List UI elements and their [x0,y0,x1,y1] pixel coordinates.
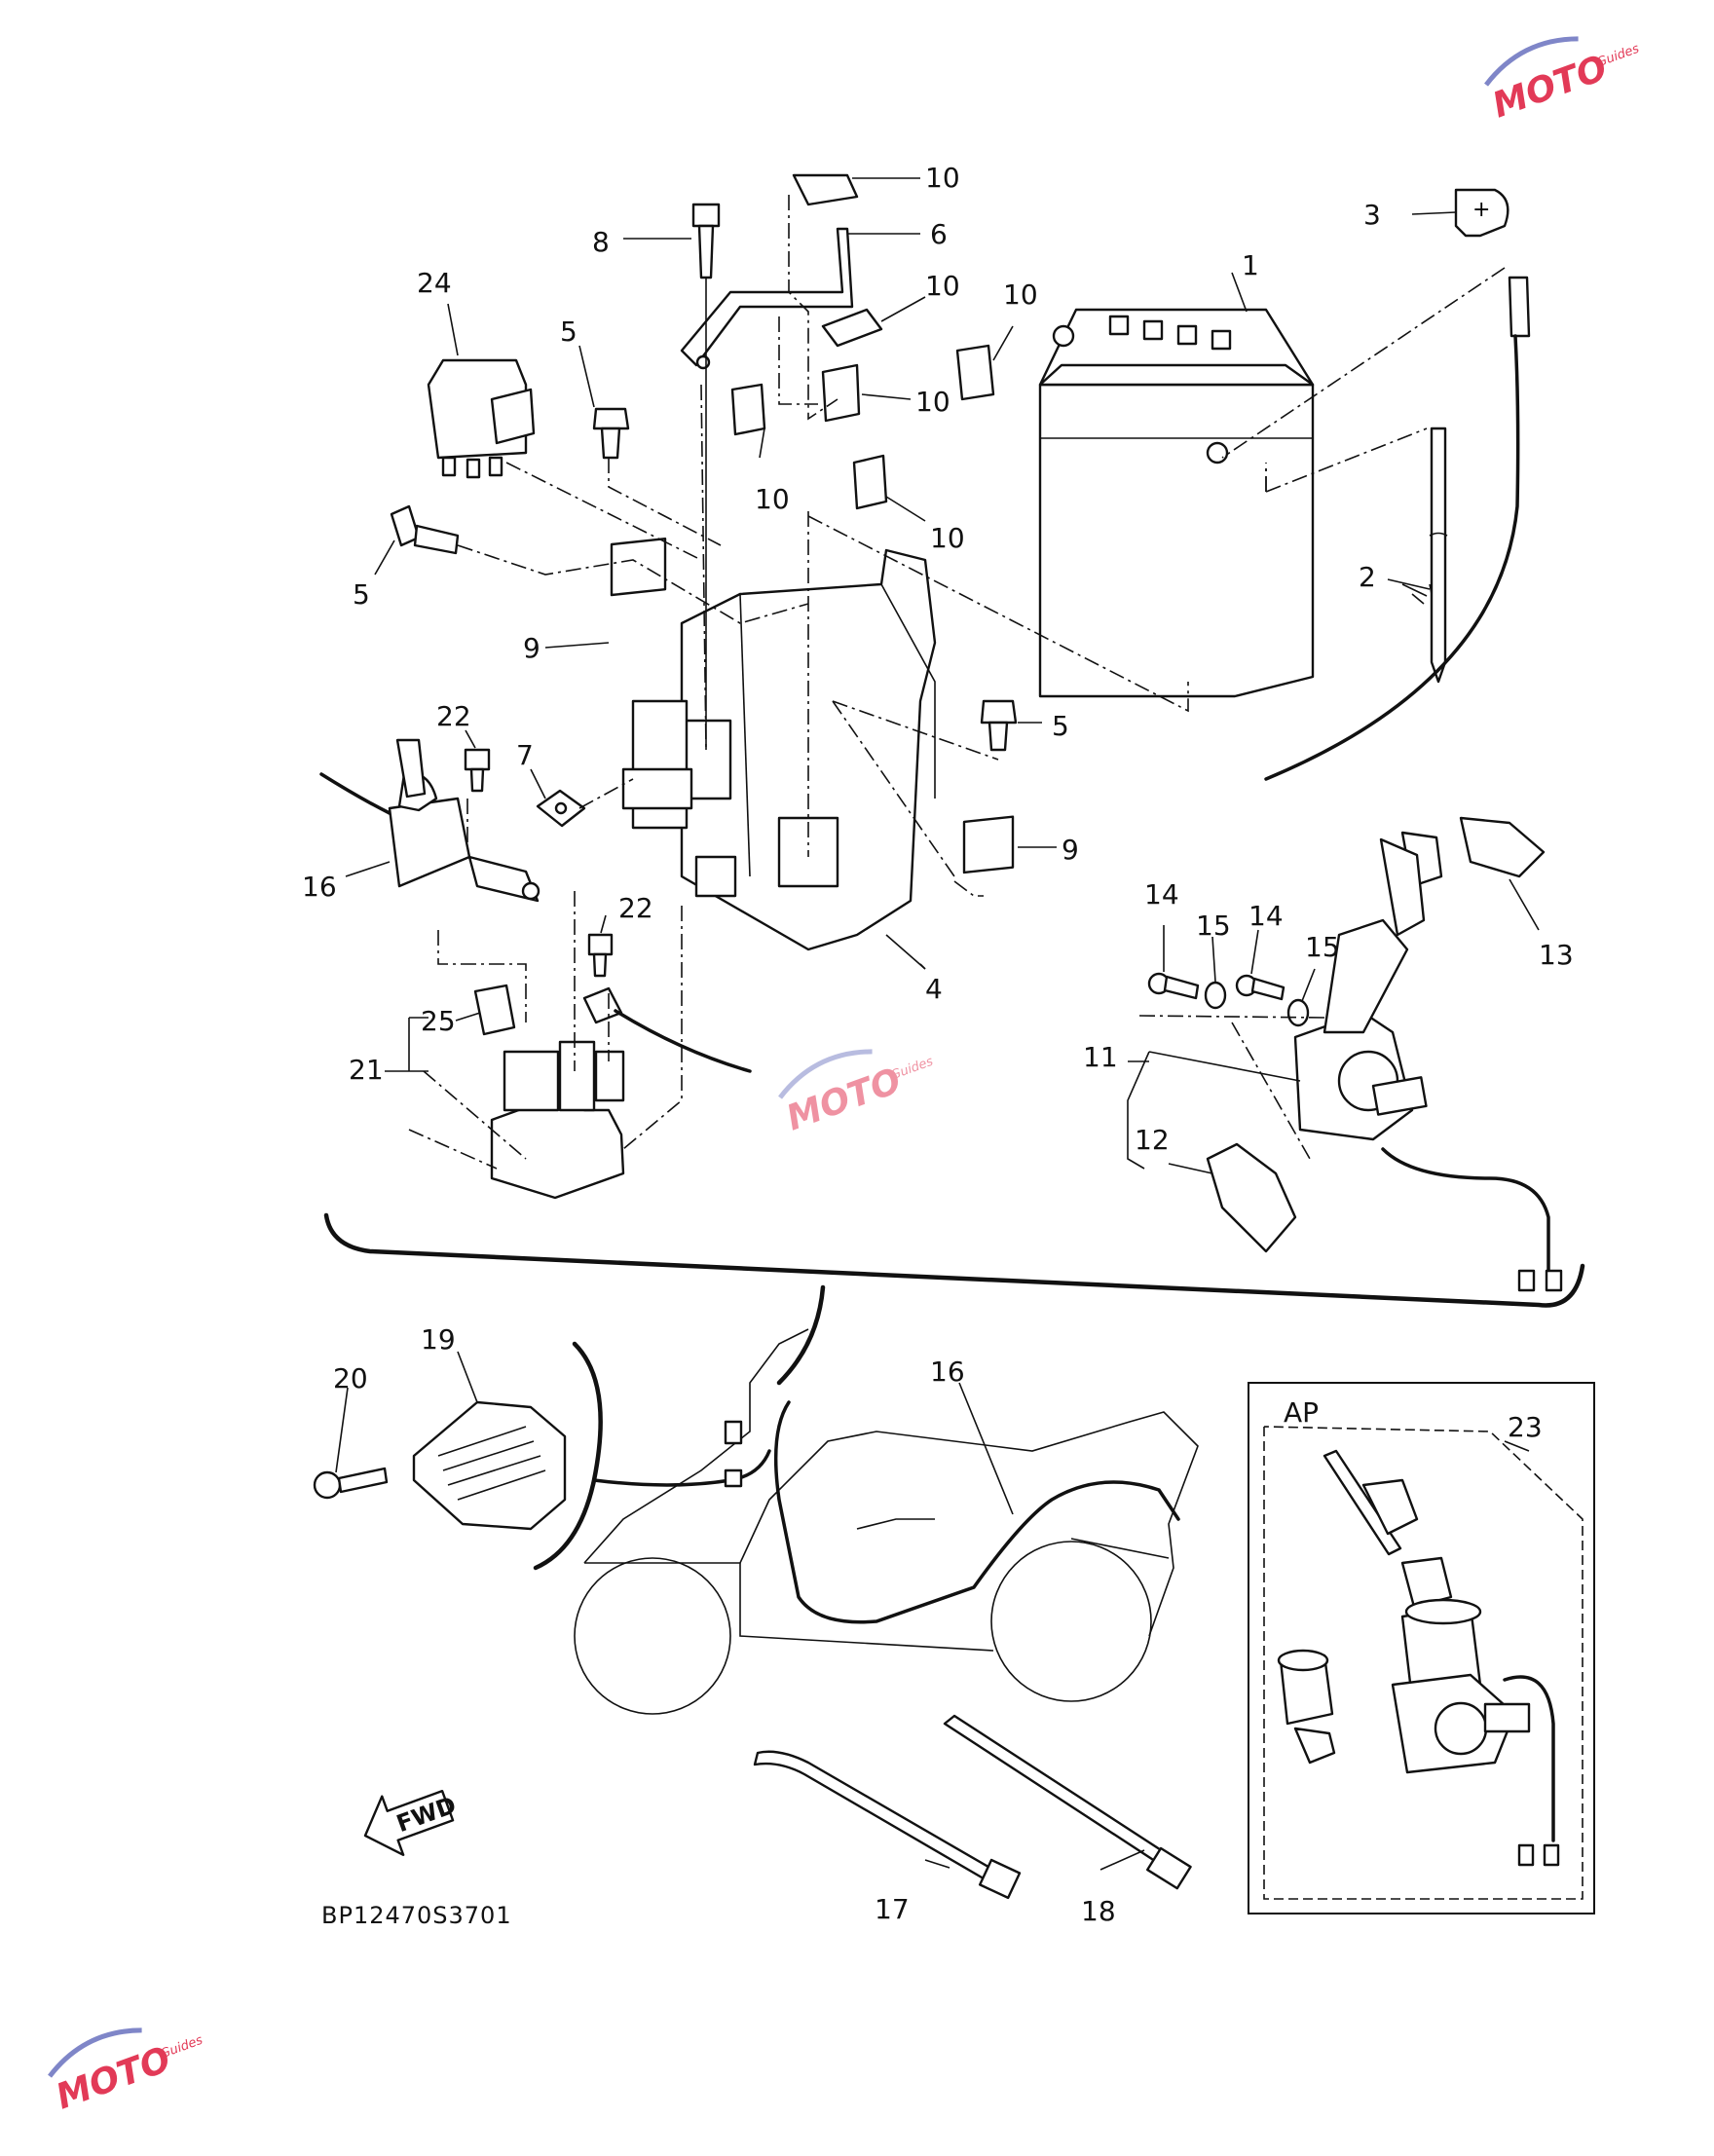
battery-box [621,548,937,951]
dashed-guides [408,195,1506,1170]
callout-19: 19 [421,1323,456,1356]
watermark-center: MOTO Guides [778,1049,936,1138]
callout-5-top: 5 [560,316,578,348]
starter-relay [319,738,540,903]
grouping-brace [323,1212,1585,1308]
battery-breather-hose [1429,427,1448,684]
watermark-tagline: Guides [159,2033,205,2063]
callout-10-c: 10 [1003,279,1038,311]
leader-lines [335,177,1540,1871]
bolt-5-left [390,504,460,555]
callout-14-right: 14 [1248,900,1284,932]
key-cover [1459,816,1546,878]
callout-16-bottom: 16 [930,1356,965,1388]
bolt-5-right [980,699,1018,752]
cable-tie-18 [943,1714,1192,1890]
callout-16-top: 16 [302,871,337,903]
diagram-code: BP12470S3701 [321,1902,512,1929]
fuse-box [473,984,625,1200]
nut-7 [536,789,586,828]
watermark-tagline: Guides [1595,42,1642,71]
battery [1038,308,1315,698]
callout-9-right: 9 [1062,834,1079,866]
callout-22-bottom: 22 [618,892,653,924]
callout-13: 13 [1539,939,1574,971]
fwd-arrow: FWD [363,1789,460,1857]
watermark-brand: MOTO [51,2039,175,2117]
callout-9-left: 9 [523,632,540,664]
ap-label: AP [1284,1396,1319,1429]
watermark-bottom-left: MOTO Guides [48,2027,205,2117]
bolt-20 [313,1467,389,1500]
callout-18: 18 [1081,1895,1116,1927]
watermark-top-right: MOTO Guides [1484,36,1642,126]
callout-5-left: 5 [353,578,370,611]
scooter-outline [574,1328,1199,1715]
callout-10-d: 10 [915,386,950,418]
callout-12: 12 [1135,1124,1170,1156]
bolt-8 [691,203,721,750]
callout-14-left: 14 [1144,878,1179,911]
main-switch-cover [1206,1142,1297,1253]
callout-15-left: 15 [1196,910,1231,942]
relay [427,358,536,479]
replacement-switch-set [1277,1449,1560,1867]
callout-8: 8 [592,226,610,258]
damper-9-left [610,538,667,597]
terminal-cover: + [1264,188,1531,781]
watermark-tagline: Guides [889,1055,936,1084]
callout-21: 21 [349,1054,384,1086]
callout-labels: 1 2 3 4 5 5 5 6 7 8 9 9 10 10 10 10 10 1… [302,162,1574,1927]
main-switch [1293,831,1563,1292]
callout-22-top: 22 [436,700,471,732]
callout-2: 2 [1359,561,1376,593]
callout-3: 3 [1363,199,1381,231]
screw-22-bottom [582,933,752,1073]
callout-4: 4 [925,973,943,1005]
callout-1: 1 [1242,249,1259,281]
watermark-brand: MOTO [1487,48,1612,126]
callout-10-f: 10 [930,522,965,554]
bolt-5-top [592,407,630,460]
ap-box [1248,1382,1595,1914]
callout-20: 20 [333,1362,368,1394]
dampers-10 [730,173,995,510]
callout-10-a: 10 [925,162,960,194]
cable-tie-17 [753,1750,1022,1900]
callout-25: 25 [421,1005,456,1037]
callout-10-b: 10 [925,270,960,302]
callout-24: 24 [417,267,452,299]
callout-5-right: 5 [1052,710,1069,742]
screw-22-top [464,748,491,793]
callout-7: 7 [516,739,534,771]
callout-11: 11 [1083,1041,1118,1073]
screws-14-15 [1147,972,1310,1027]
svg-text:+: + [1472,198,1490,222]
callout-6: 6 [930,218,948,250]
rectifier-regulator [412,1400,567,1531]
ap-inner-outline [1263,1426,1584,1900]
callout-23: 23 [1508,1411,1543,1443]
damper-9-right [962,815,1015,874]
callout-15-right: 15 [1305,931,1340,963]
callout-17: 17 [875,1893,910,1925]
watermark-brand: MOTO [781,1060,906,1138]
callout-10-e: 10 [755,483,790,515]
